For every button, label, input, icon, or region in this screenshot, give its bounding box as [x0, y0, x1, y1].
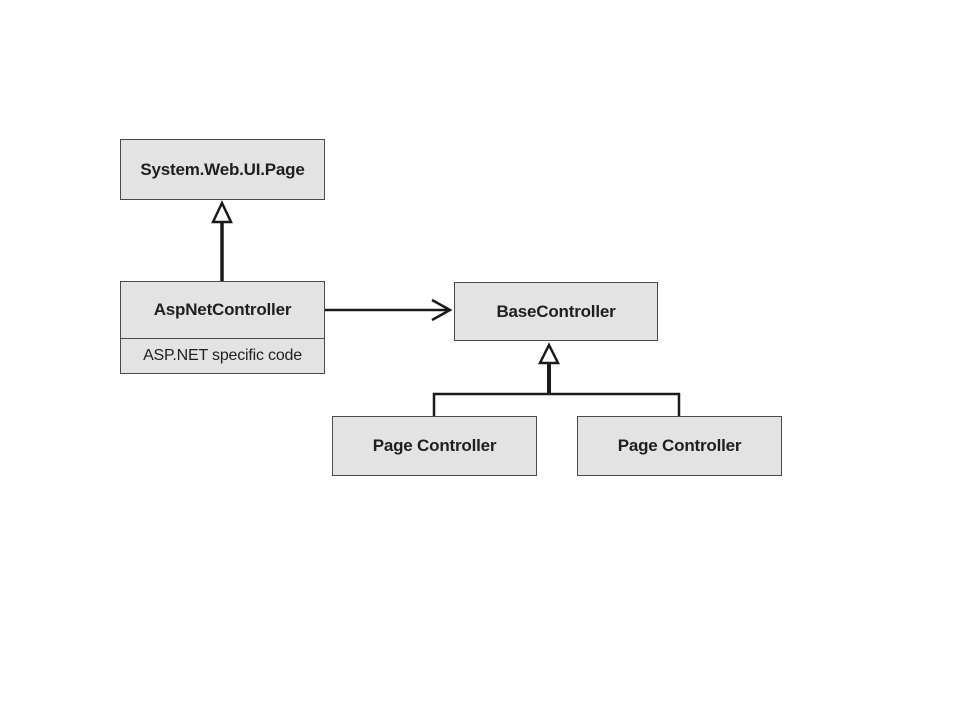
- class-name: System.Web.UI.Page: [140, 159, 305, 179]
- class-compartment-aspnet-code: ASP.NET specific code: [120, 339, 325, 374]
- class-box-base-controller: BaseController: [454, 282, 658, 341]
- class-name: Page Controller: [617, 436, 742, 455]
- inheritance-arrowhead-base: [537, 342, 561, 365]
- class-name: BaseController: [496, 301, 616, 321]
- class-box-page-controller-2: Page Controller: [577, 416, 782, 476]
- class-name: Page Controller: [372, 436, 497, 455]
- class-box-aspnet-controller: AspNetController: [120, 281, 325, 339]
- class-name: AspNetController: [153, 300, 292, 319]
- compartment-text: ASP.NET specific code: [143, 347, 302, 364]
- inheritance-arrowhead-page: [211, 200, 233, 224]
- class-box-page-controller-1: Page Controller: [332, 416, 537, 476]
- association-arrowhead-base: [431, 298, 453, 322]
- class-box-system-web-ui-page: System.Web.UI.Page: [120, 139, 325, 200]
